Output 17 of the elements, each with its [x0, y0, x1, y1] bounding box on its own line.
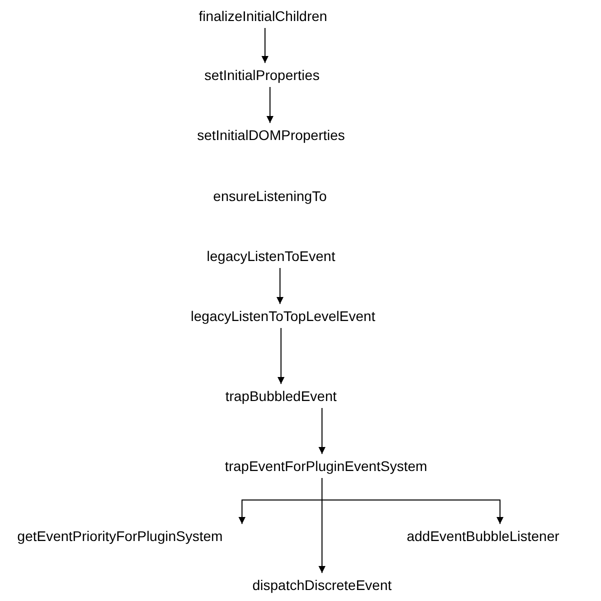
function-label: ensureListeningTo: [213, 188, 327, 204]
arrow: [318, 408, 326, 454]
arrow: [262, 28, 268, 64]
function-label: legacyListenToTopLevelEvent: [190, 308, 376, 324]
arrow: [322, 478, 504, 524]
function-label: setInitialDOMProperties: [197, 127, 345, 143]
function-label: trapBubbledEvent: [225, 388, 337, 404]
arrow: [278, 328, 284, 384]
arrow: [276, 268, 284, 304]
function-label: setInitialProperties: [204, 67, 320, 83]
function-label: trapEventForPluginEventSystem: [224, 458, 428, 474]
function-label: addEventBubbleListener: [406, 528, 560, 544]
function-label: dispatchDiscreteEvent: [252, 577, 392, 593]
function-label: legacyListenToEvent: [206, 248, 336, 264]
arrow: [266, 86, 274, 124]
function-label: getEventPriorityForPluginSystem: [17, 528, 223, 544]
function-label: finalizeInitialChildren: [198, 8, 328, 24]
